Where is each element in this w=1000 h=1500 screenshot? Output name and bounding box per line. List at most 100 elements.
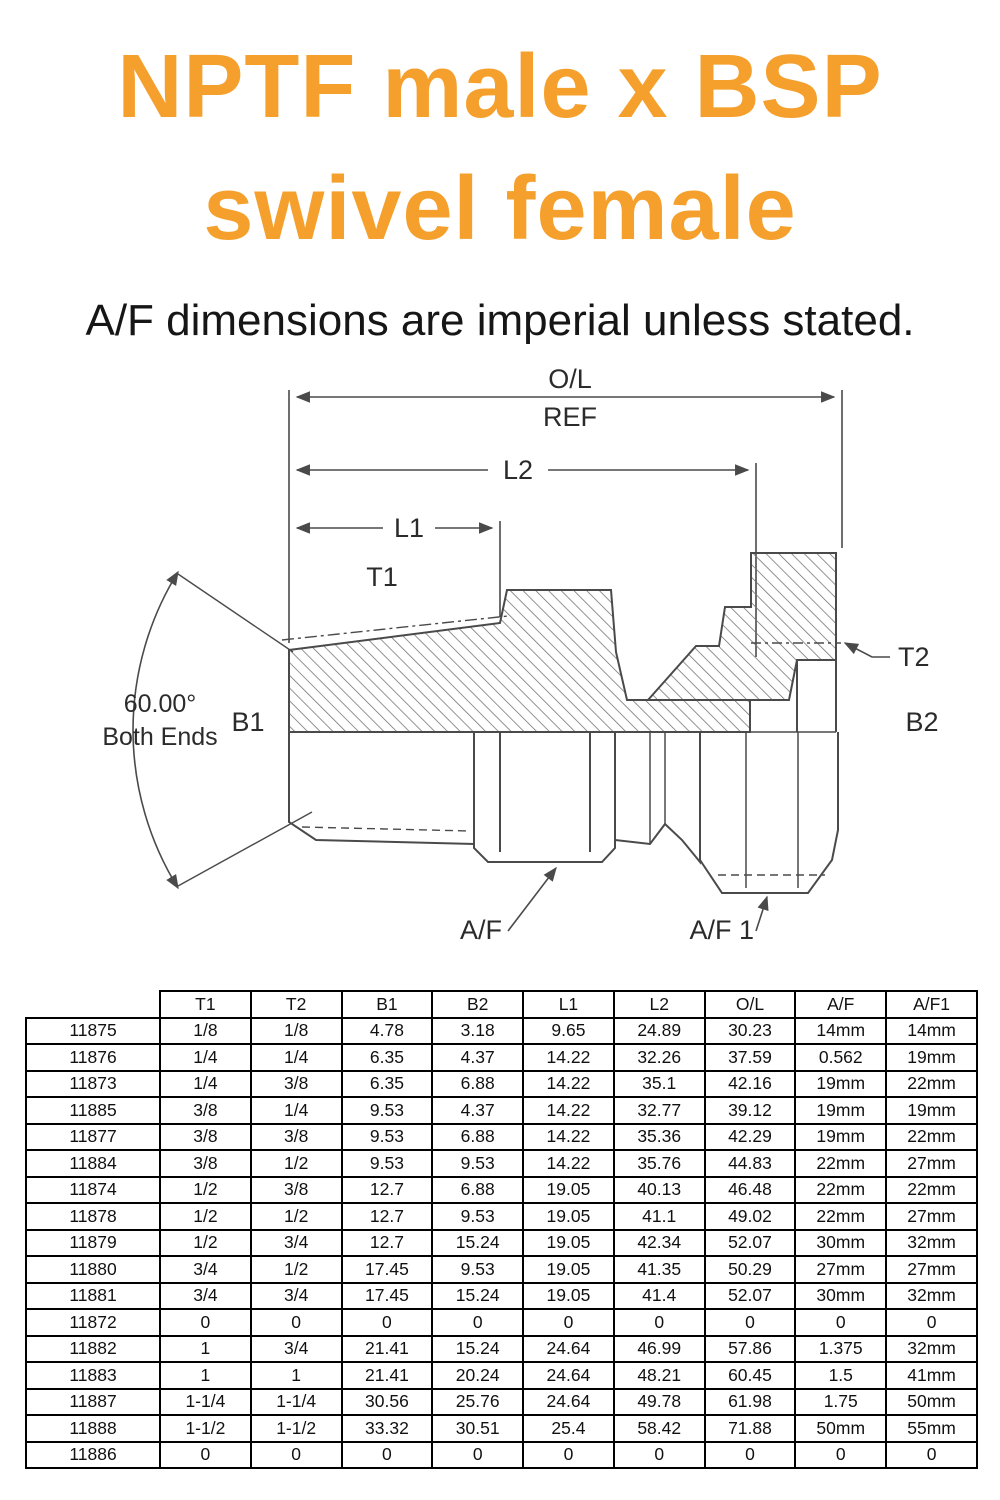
column-header: L2 xyxy=(612,990,706,1019)
l1-label: L1 xyxy=(394,513,424,543)
value-cell: 15.24 xyxy=(431,1228,525,1257)
value-cell: 17.45 xyxy=(340,1255,434,1284)
value-cell: 1/4 xyxy=(249,1096,343,1125)
value-cell: 3/4 xyxy=(249,1228,343,1257)
value-cell: 42.29 xyxy=(703,1122,797,1151)
value-cell: 1/4 xyxy=(159,1069,252,1098)
value-cell: 48.21 xyxy=(612,1361,706,1390)
value-cell: 0 xyxy=(249,1308,343,1337)
value-cell: 19mm xyxy=(794,1069,888,1098)
value-cell: 0 xyxy=(794,1308,888,1337)
value-cell: 1 xyxy=(249,1361,343,1390)
value-cell: 1/2 xyxy=(159,1202,252,1231)
column-header: T2 xyxy=(249,990,343,1019)
value-cell: 1-1/4 xyxy=(249,1387,343,1416)
value-cell: 19mm xyxy=(794,1096,888,1125)
part-number-cell: 11880 xyxy=(25,1255,161,1284)
value-cell: 42.34 xyxy=(612,1228,706,1257)
value-cell: 0 xyxy=(522,1308,615,1337)
t2-label: T2 xyxy=(898,642,930,672)
value-cell: 32mm xyxy=(885,1228,978,1257)
value-cell: 21.41 xyxy=(340,1334,434,1363)
value-cell: 3/8 xyxy=(159,1096,252,1125)
b1-label: B1 xyxy=(231,707,264,737)
value-cell: 0.562 xyxy=(794,1043,888,1072)
page-title-line2: swivel female xyxy=(203,159,797,259)
value-cell: 1/8 xyxy=(159,1016,252,1045)
value-cell: 24.64 xyxy=(522,1387,615,1416)
value-cell: 0 xyxy=(703,1308,797,1337)
value-cell: 22mm xyxy=(885,1175,978,1204)
page-title: NPTF male x BSP swivel female xyxy=(0,26,1000,270)
value-cell: 14.22 xyxy=(522,1149,615,1178)
value-cell: 1/2 xyxy=(249,1149,343,1178)
value-cell: 57.86 xyxy=(703,1334,797,1363)
value-cell: 4.37 xyxy=(431,1096,525,1125)
value-cell: 52.07 xyxy=(703,1228,797,1257)
value-cell: 30.23 xyxy=(703,1016,797,1045)
af-label: A/F xyxy=(460,915,502,945)
value-cell: 0 xyxy=(612,1308,706,1337)
angle-label: 60.00° xyxy=(124,690,197,718)
value-cell: 22mm xyxy=(885,1122,978,1151)
value-cell: 20.24 xyxy=(431,1361,525,1390)
value-cell: 25.76 xyxy=(431,1387,525,1416)
value-cell: 3/4 xyxy=(249,1334,343,1363)
column-header: B1 xyxy=(340,990,434,1019)
value-cell: 22mm xyxy=(794,1175,888,1204)
part-number-cell: 11873 xyxy=(25,1069,161,1098)
value-cell: 27mm xyxy=(885,1149,978,1178)
value-cell: 1 xyxy=(159,1334,252,1363)
value-cell: 46.48 xyxy=(703,1175,797,1204)
value-cell: 14.22 xyxy=(522,1069,615,1098)
value-cell: 6.88 xyxy=(431,1069,525,1098)
value-cell: 46.99 xyxy=(612,1334,706,1363)
value-cell: 14.22 xyxy=(522,1043,615,1072)
value-cell: 9.53 xyxy=(340,1149,434,1178)
value-cell: 19.05 xyxy=(522,1202,615,1231)
value-cell: 1-1/2 xyxy=(249,1414,343,1443)
value-cell: 4.37 xyxy=(431,1043,525,1072)
value-cell: 1-1/4 xyxy=(159,1387,252,1416)
diagram-labels: O/L REF L2 L1 T1 T2 B1 B2 60.00° Both En… xyxy=(102,364,938,945)
value-cell: 41.1 xyxy=(612,1202,706,1231)
value-cell: 0 xyxy=(703,1440,797,1469)
column-header: O/L xyxy=(703,990,797,1019)
value-cell: 3.18 xyxy=(431,1016,525,1045)
part-number-cell: 11881 xyxy=(25,1281,161,1310)
part-number-cell: 11887 xyxy=(25,1387,161,1416)
value-cell: 9.53 xyxy=(431,1255,525,1284)
section-detail-lines xyxy=(281,615,841,733)
value-cell: 19mm xyxy=(885,1043,978,1072)
value-cell: 1-1/2 xyxy=(159,1414,252,1443)
value-cell: 0 xyxy=(612,1440,706,1469)
value-cell: 17.45 xyxy=(340,1281,434,1310)
overall-length-label: O/L xyxy=(548,364,592,394)
value-cell: 0 xyxy=(340,1440,434,1469)
value-cell: 49.02 xyxy=(703,1202,797,1231)
t1-label: T1 xyxy=(366,562,398,592)
part-number-cell: 11885 xyxy=(25,1096,161,1125)
value-cell: 9.65 xyxy=(522,1016,615,1045)
value-cell: 14.22 xyxy=(522,1122,615,1151)
page-title-line1: NPTF male x BSP xyxy=(117,37,883,137)
value-cell: 1/4 xyxy=(159,1043,252,1072)
b2-label: B2 xyxy=(905,707,938,737)
value-cell: 30mm xyxy=(794,1281,888,1310)
column-header: B2 xyxy=(431,990,525,1019)
value-cell: 52.07 xyxy=(703,1281,797,1310)
value-cell: 14.22 xyxy=(522,1096,615,1125)
section-upper-half xyxy=(288,552,837,733)
value-cell: 0 xyxy=(159,1308,252,1337)
value-cell: 12.7 xyxy=(340,1202,434,1231)
value-cell: 27mm xyxy=(885,1202,978,1231)
